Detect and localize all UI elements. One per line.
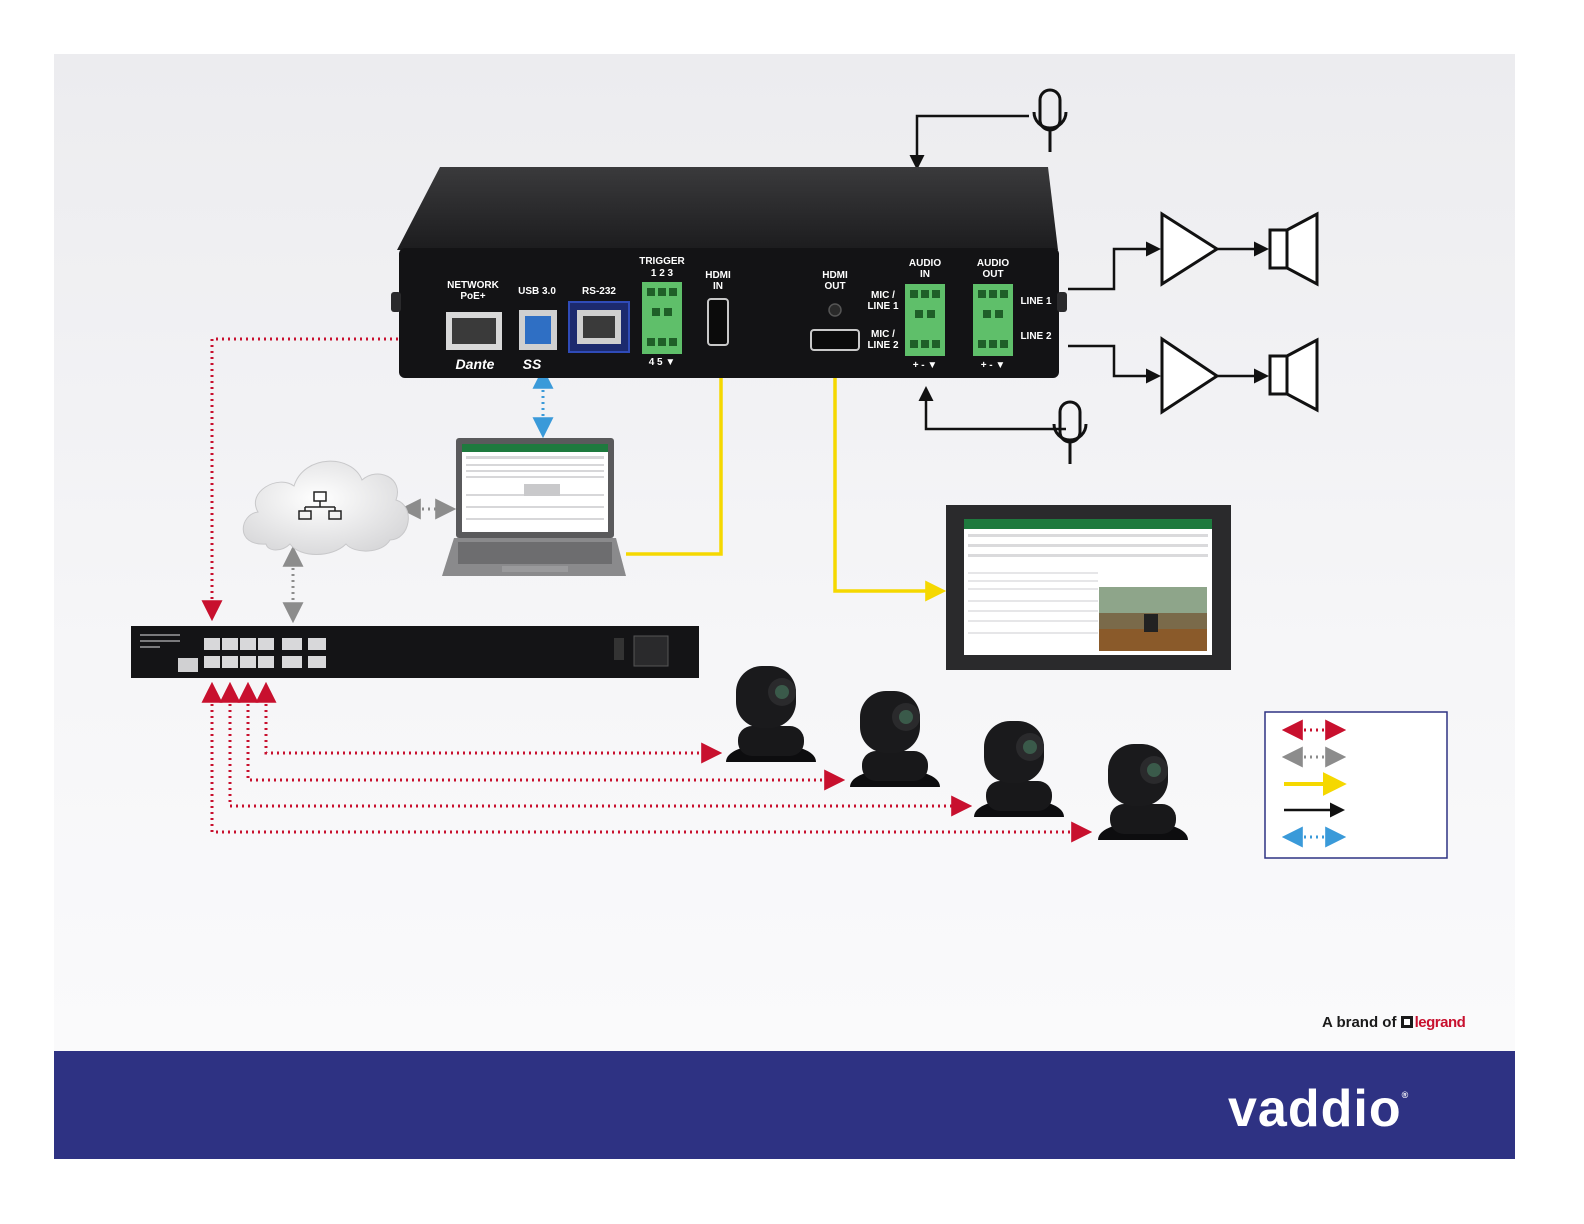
footer-band [54, 1051, 1515, 1159]
ceiling-mic-link [909, 114, 1029, 170]
network-switch-icon [131, 626, 699, 678]
diagram-canvas: NETWORK PoE+ Dante USB 3.0 SS RS-232 TRI… [54, 54, 1515, 1159]
usb-label: USB 3.0 [518, 286, 556, 297]
trigger-bottom-pins: 4 5 ▼ [649, 357, 676, 368]
camera-1-network-link [255, 681, 723, 764]
network-label: NETWORK [447, 280, 499, 291]
mic-line-2-label-2: LINE 2 [867, 340, 899, 351]
network-links [201, 328, 1093, 843]
mic-line-1-label: MIC / [871, 290, 895, 301]
hdmi-in-port [707, 298, 729, 346]
laptop-icon [442, 438, 626, 576]
microphone-icon [1052, 400, 1088, 464]
hdmi-out-port [810, 329, 860, 351]
trigger-label: TRIGGER [639, 256, 685, 267]
trigger-top-pins: 1 2 3 [651, 268, 674, 279]
audio-in-label: AUDIO [909, 258, 941, 269]
registered-mark: ® [1401, 1090, 1410, 1100]
amplifier-icon [1160, 211, 1220, 287]
audio-out-label: AUDIO [977, 258, 1009, 269]
line-1-to-amp-link [1068, 241, 1161, 291]
camera-3-network-link [219, 681, 973, 817]
audio-out-terminal-pins [978, 290, 1008, 348]
brand-of-text: A brand of [1322, 1014, 1397, 1031]
poe-label: PoE+ [460, 291, 485, 302]
audio-out-label-2: OUT [982, 269, 1003, 280]
speaker-icon [1268, 211, 1319, 287]
vaddio-logo: vaddio® [1228, 1083, 1409, 1135]
device-to-switch-network-link [201, 328, 433, 622]
line-2-to-amp-link [1068, 344, 1161, 384]
cloud-links [282, 498, 457, 624]
mic-line-2-label: MIC / [871, 329, 895, 340]
mic-line-1-label-2: LINE 1 [867, 301, 899, 312]
device-top-panel [397, 167, 1058, 250]
legrand-logo-icon [1400, 1016, 1413, 1028]
vaddio-wordmark: vaddio [1228, 1080, 1402, 1138]
hdmi-in-label: HDMI [705, 270, 731, 281]
ptz-camera-icon [1098, 744, 1188, 840]
device-left-knob [391, 292, 401, 312]
rs232-socket-inner [583, 316, 615, 338]
ptz-camera-icon [726, 666, 816, 762]
hdmi-out-indicator [828, 303, 842, 317]
audio-out-polarity: + - ▼ [981, 360, 1006, 371]
network-port-socket [452, 318, 496, 344]
line-2-label: LINE 2 [1020, 331, 1052, 342]
legend [1264, 711, 1448, 859]
hdmi-out-label: HDMI [822, 270, 848, 281]
audio-links [909, 114, 1269, 431]
usb-port-socket [525, 316, 551, 344]
rs232-label: RS-232 [582, 286, 616, 297]
table-mic-link [918, 386, 1066, 431]
audio-in-label-2: IN [920, 269, 930, 280]
legrand-wordmark: legrand [1414, 1014, 1466, 1031]
camera-4-network-link [201, 681, 1093, 843]
speaker-icon [1268, 337, 1319, 413]
amplifier-icon [1160, 336, 1220, 415]
audio-in-terminal-pins [910, 290, 940, 348]
dante-label: Dante [456, 356, 495, 372]
line-1-label: LINE 1 [1020, 296, 1052, 307]
display-icon [946, 505, 1231, 670]
hdmi-links [626, 353, 947, 602]
cloud-network-icon [242, 460, 409, 555]
trigger-terminal-pins [647, 288, 677, 346]
av-bridge-device: NETWORK PoE+ Dante USB 3.0 SS RS-232 TRI… [391, 167, 1067, 378]
hdmi-out-label-2: OUT [824, 281, 845, 292]
hdmi-in-label-2: IN [713, 281, 723, 292]
connection-diagram: NETWORK PoE+ Dante USB 3.0 SS RS-232 TRI… [131, 88, 1448, 859]
brand-of-legrand: A brand of legrand [1322, 1014, 1466, 1031]
laptop-to-hdmi-in-link [626, 353, 732, 556]
audio-in-polarity: + - ▼ [913, 360, 938, 371]
device-right-knob [1057, 292, 1067, 312]
microphone-icon [1032, 88, 1068, 152]
usb-ss-logo: SS [523, 356, 542, 372]
ptz-camera-icon [850, 691, 940, 787]
ptz-camera-icon [974, 721, 1064, 817]
hdmi-out-to-display-link [833, 358, 947, 602]
